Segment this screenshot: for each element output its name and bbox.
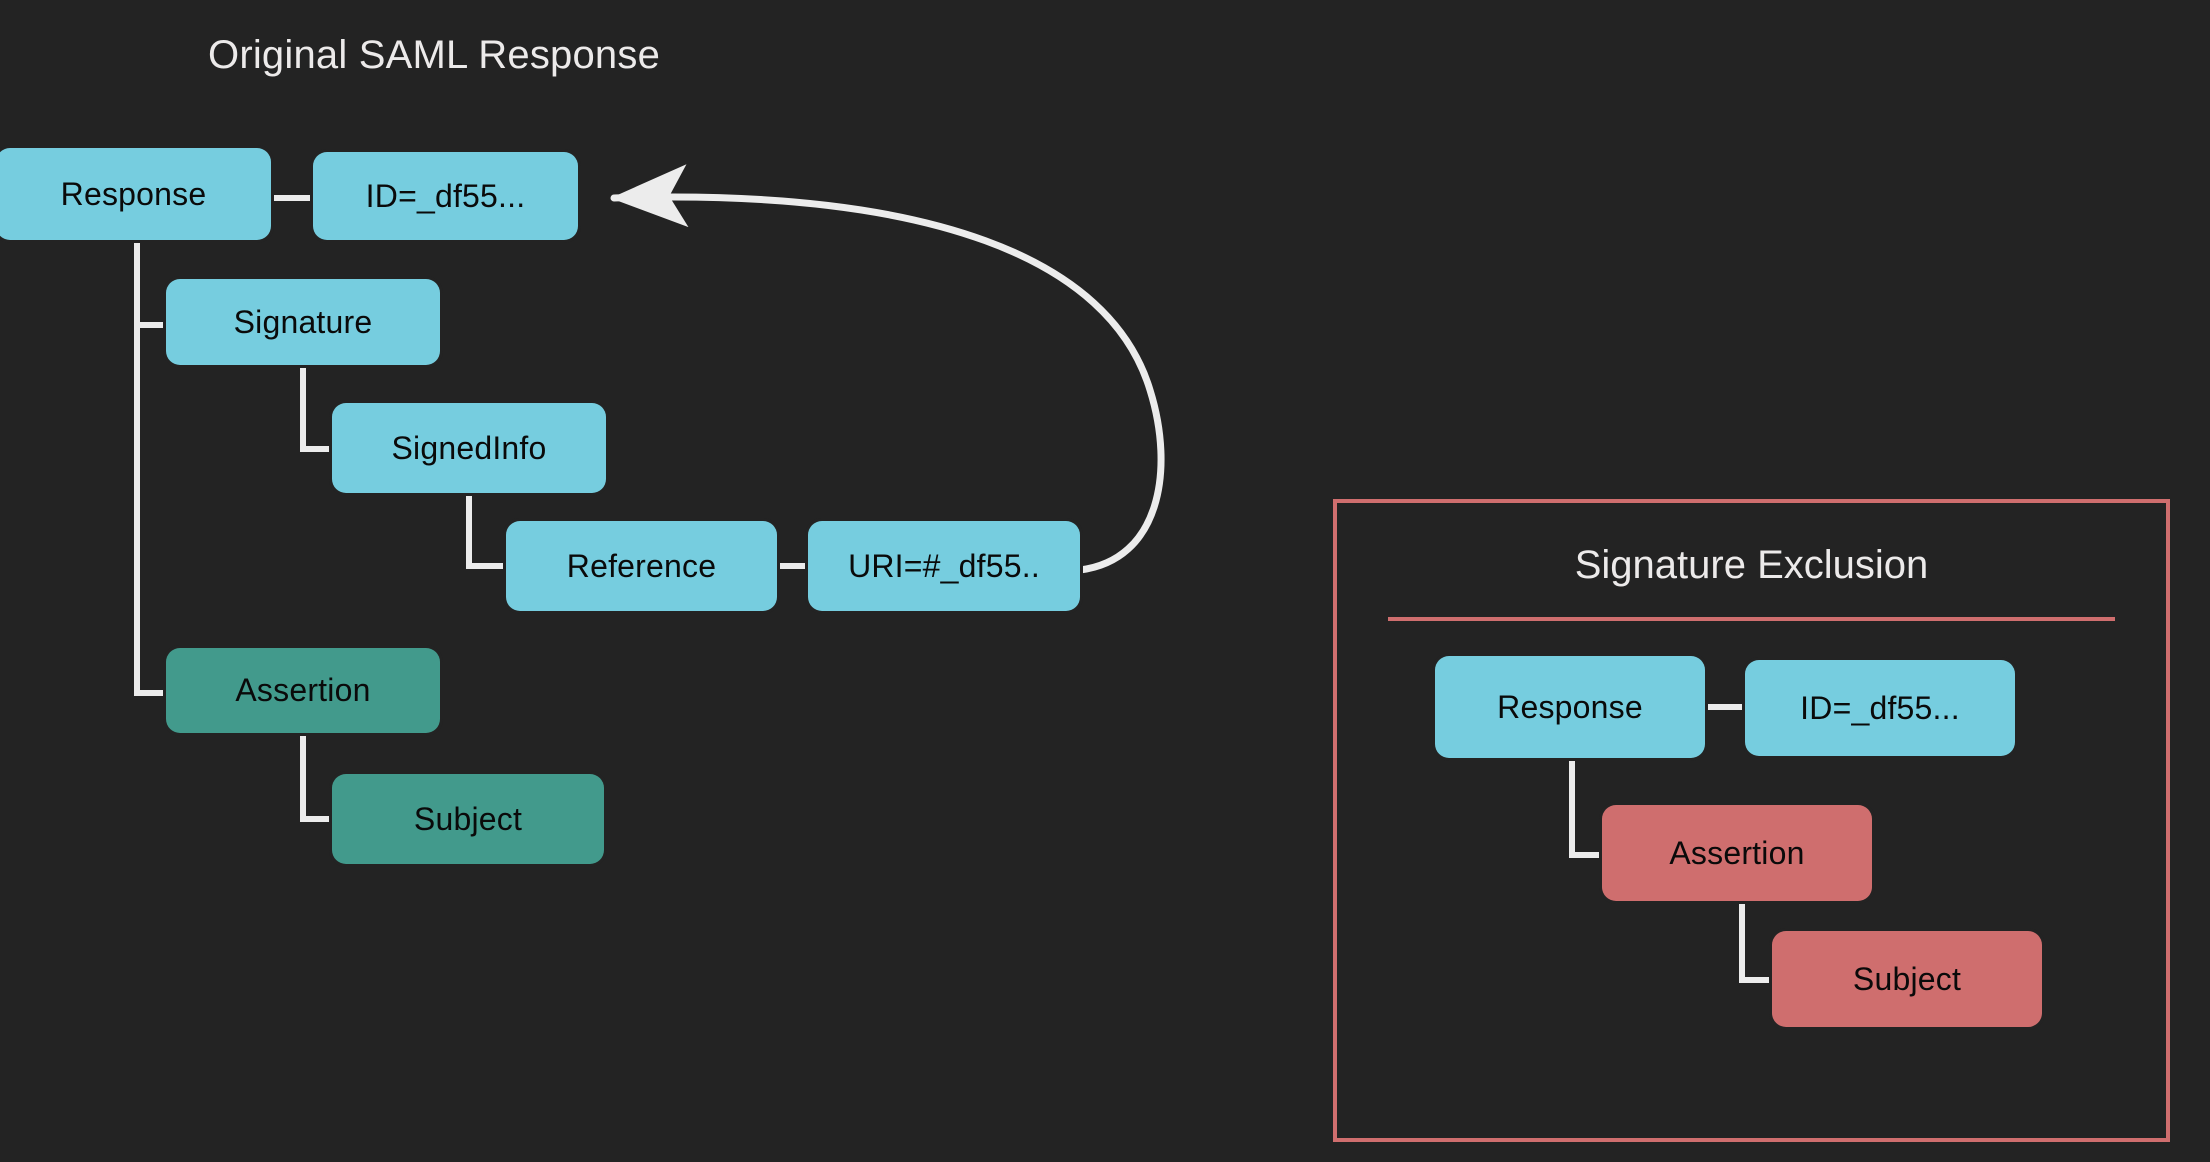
node-signature[interactable]: Signature — [166, 279, 440, 365]
node-id-attribute[interactable]: ID=_df55... — [313, 152, 578, 240]
node-assertion[interactable]: Assertion — [166, 648, 440, 733]
edge-response-to-signature — [134, 240, 166, 328]
node-exclusion-id-attribute[interactable]: ID=_df55... — [1745, 660, 2015, 756]
node-subject[interactable]: Subject — [332, 774, 604, 864]
node-signedinfo[interactable]: SignedInfo — [332, 403, 606, 493]
node-reference[interactable]: Reference — [506, 521, 777, 611]
node-label: ID=_df55... — [365, 177, 526, 214]
node-response[interactable]: Response — [0, 148, 271, 240]
node-label: Assertion — [235, 672, 371, 708]
left-section-title: Original SAML Response — [208, 33, 661, 77]
node-label: Reference — [566, 547, 717, 584]
edge-response-to-assertion — [134, 240, 166, 696]
node-exclusion-assertion[interactable]: Assertion — [1602, 805, 1872, 901]
signature-exclusion-panel — [1333, 499, 2170, 1142]
node-label: SignedInfo — [391, 429, 547, 466]
edge-signature-to-signedinfo — [300, 365, 332, 452]
node-label: Subject — [1852, 960, 1962, 997]
node-label: Subject — [413, 800, 523, 837]
exclusion-panel-title: Signature Exclusion — [1574, 543, 1929, 587]
node-label: Signature — [233, 303, 373, 340]
node-exclusion-response[interactable]: Response — [1435, 656, 1705, 758]
edge-assertion-to-subject — [300, 733, 332, 822]
edge-uri-to-id-curved-arrow — [610, 164, 1165, 574]
node-label: ID=_df55... — [1800, 689, 1960, 726]
node-label: Assertion — [1669, 834, 1805, 871]
node-label: Response — [1497, 688, 1643, 725]
node-uri-attribute[interactable]: URI=#_df55.. — [808, 521, 1080, 611]
node-label: Response — [60, 175, 207, 212]
edge-signedinfo-to-reference — [466, 493, 506, 569]
node-exclusion-subject[interactable]: Subject — [1772, 931, 2042, 1027]
node-label: URI=#_df55.. — [848, 547, 1040, 584]
exclusion-title-divider — [1388, 617, 2115, 621]
